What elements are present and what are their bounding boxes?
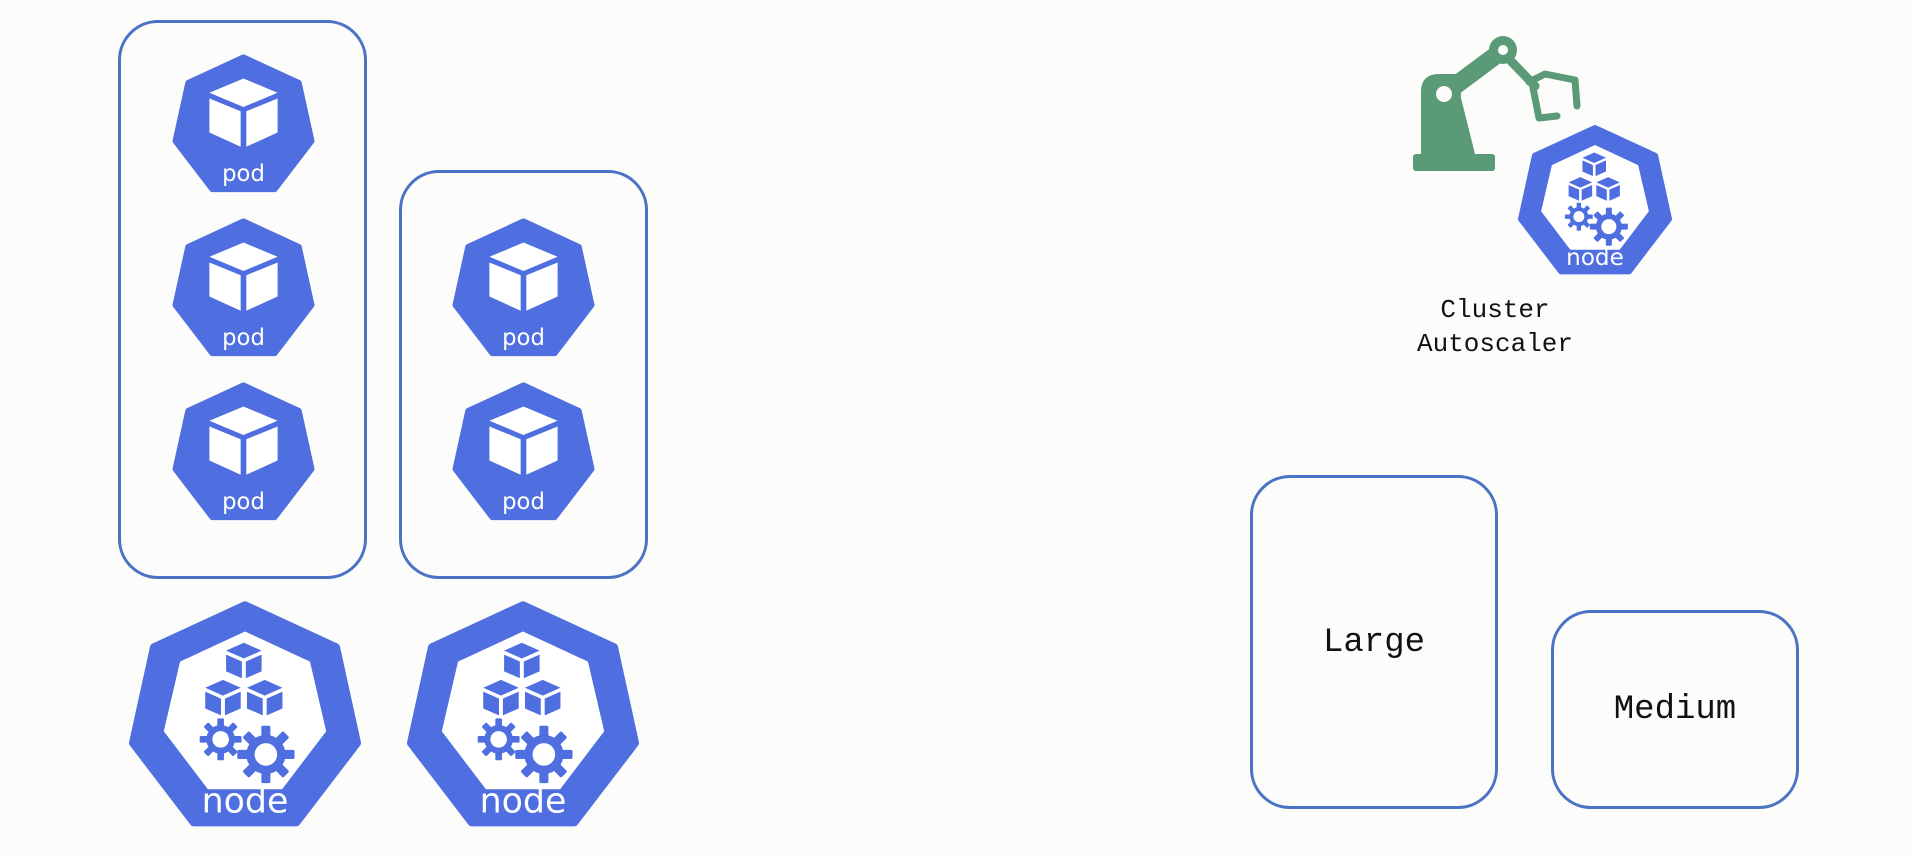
- pod-cube-icon: pod: [451, 217, 596, 359]
- node-gears-icon: node: [1518, 122, 1672, 279]
- node-pool-large-label: Large: [1322, 624, 1426, 662]
- node-pool-medium-label: Medium: [1613, 691, 1737, 729]
- pod-cube-icon: pod: [171, 381, 316, 523]
- pod-cube-icon: pod: [171, 217, 316, 359]
- pod-cube-icon: pod: [171, 53, 316, 195]
- pod-group-box-2: [399, 170, 648, 579]
- pod-label: pod: [502, 489, 545, 515]
- pod-label: pod: [502, 325, 545, 351]
- autoscaler-title-line1: Cluster: [1440, 295, 1550, 325]
- node-gears-icon: node: [127, 599, 363, 831]
- pod-cube-icon: pod: [451, 381, 596, 523]
- robot-arm-icon: [1405, 30, 1585, 180]
- pod-group-box-1: [118, 20, 367, 579]
- autoscaler-title-line2: Autoscaler: [1416, 329, 1574, 359]
- pod-label: pod: [222, 161, 265, 187]
- node-pool-medium: [1551, 610, 1799, 809]
- node-label: node: [480, 781, 567, 821]
- node-gears-icon: node: [405, 599, 641, 831]
- node-label: node: [1566, 245, 1624, 271]
- node-label: node: [202, 781, 289, 821]
- pod-label: pod: [222, 489, 265, 515]
- pod-label: pod: [222, 325, 265, 351]
- node-pool-large: [1250, 475, 1498, 809]
